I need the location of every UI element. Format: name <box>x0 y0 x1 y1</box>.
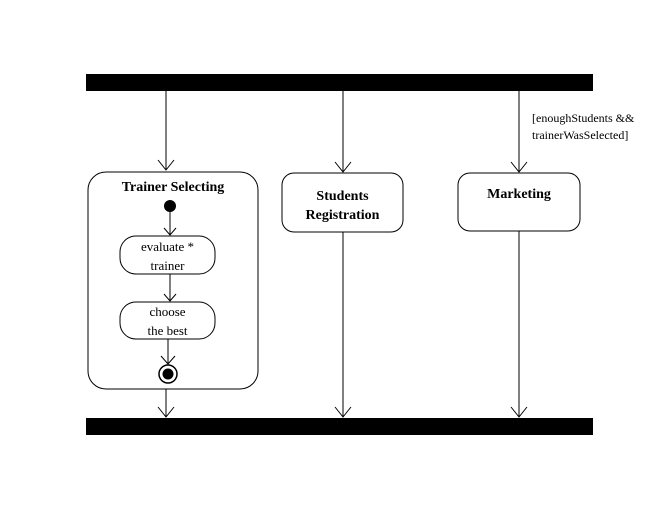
students-line-1: Students <box>316 189 369 204</box>
flow-fork-to-students-registration <box>334 91 352 173</box>
guard-condition: [enoughStudents && trainerWasSelected] <box>532 110 634 144</box>
guard-line-1: [enoughStudents && <box>532 111 635 125</box>
flow-choose-to-final <box>160 339 176 365</box>
initial-node <box>164 200 176 212</box>
fork-bar <box>86 74 593 91</box>
flow-fork-to-marketing <box>510 91 528 173</box>
flow-evaluate-to-choose <box>163 274 177 302</box>
choose-the-best-label: choose the best <box>120 302 215 340</box>
final-node <box>158 364 178 384</box>
guard-line-2: trainerWasSelected] <box>532 128 629 142</box>
flow-marketing-to-join <box>510 231 528 418</box>
flow-initial-to-evaluate <box>163 212 177 236</box>
marketing-label: Marketing <box>487 187 551 202</box>
flow-trainer-selecting-to-join <box>157 389 175 418</box>
choose-line-2: the best <box>147 323 188 338</box>
flow-fork-to-trainer-selecting <box>157 91 175 171</box>
students-registration-label: Students Registration <box>282 187 403 225</box>
flow-students-registration-to-join <box>334 232 352 418</box>
evaluate-trainer-label: evaluate * trainer <box>120 237 215 275</box>
join-bar <box>86 418 593 435</box>
trainer-selecting-title: Trainer Selecting <box>121 180 225 195</box>
evaluate-line-1: evaluate * <box>140 239 195 254</box>
students-line-2: Registration <box>305 208 380 223</box>
evaluate-line-2: trainer <box>150 258 185 273</box>
choose-line-1: choose <box>149 304 186 319</box>
evaluate-trainer-action <box>119 235 216 275</box>
